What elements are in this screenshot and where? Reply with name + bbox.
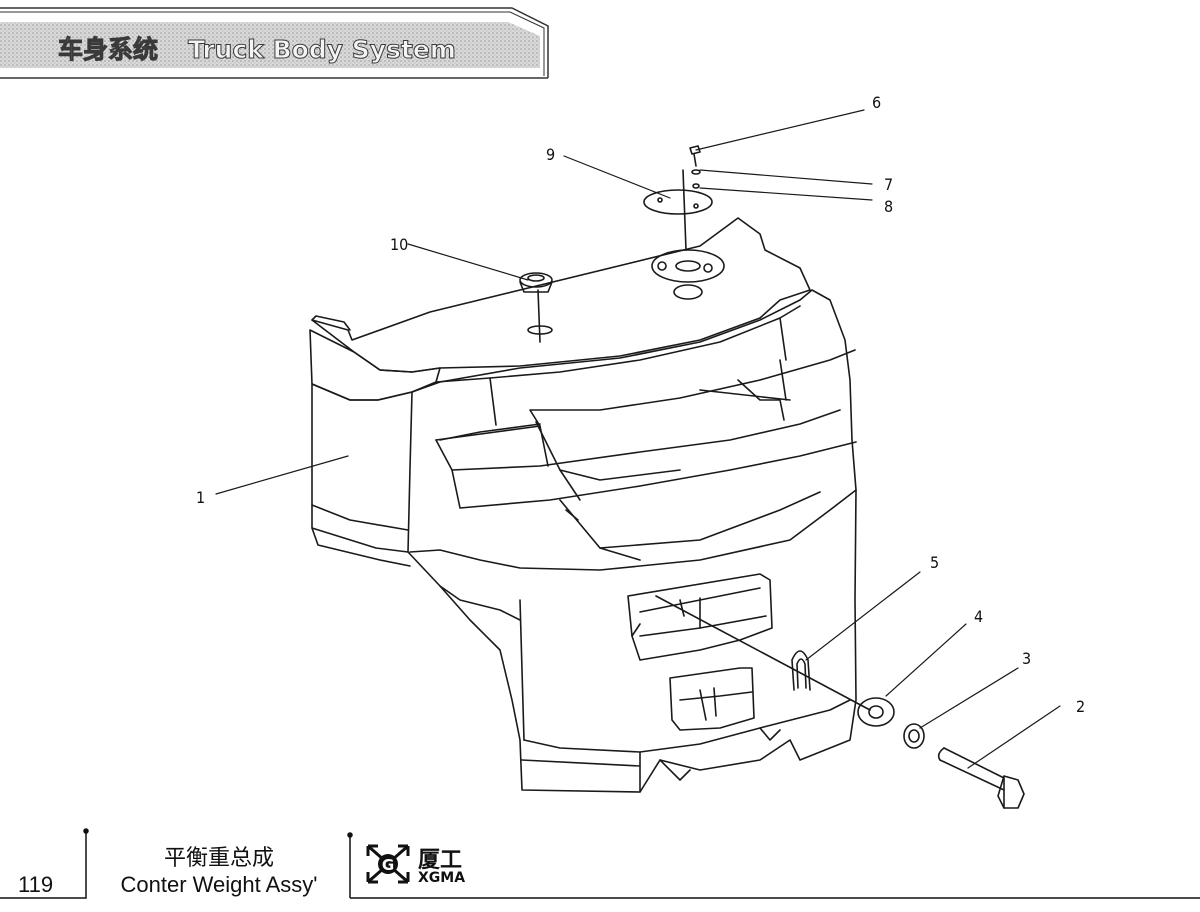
callout-2: 2	[1076, 697, 1085, 716]
washer-part-4	[857, 697, 895, 727]
counterweight-lower-window	[669, 667, 755, 731]
spring-washer-part-3	[903, 723, 925, 749]
banner-title-en: Truck Body System	[188, 35, 457, 65]
callout-10: 10	[390, 235, 408, 254]
washer-part-7	[691, 169, 701, 175]
washer-part-8	[692, 183, 700, 189]
header-banner: 车身系统 Truck Body System	[0, 4, 552, 80]
xgma-logo: G 厦工 XGMA	[364, 842, 484, 890]
footer-title-en: Conter Weight Assy'	[120, 872, 318, 897]
callout-1: 1	[196, 488, 205, 507]
callout-4: 4	[974, 607, 983, 626]
callout-9: 9	[546, 145, 555, 164]
logo-text-cn: 厦工	[418, 848, 463, 873]
counterweight-top-surface	[311, 217, 811, 373]
counterweight-left-block	[311, 383, 413, 553]
bolt-part-2	[939, 759, 1005, 791]
banner-frame	[0, 7, 549, 79]
callout-6: 6	[872, 93, 881, 112]
logo-text-en: XGMA	[418, 870, 466, 886]
callout-8: 8	[884, 197, 893, 216]
xgma-logo-mark: G	[366, 844, 410, 884]
banner-title-cn: 车身系统	[57, 35, 159, 65]
top-boss	[651, 249, 725, 283]
footer-page-frame	[0, 832, 87, 899]
footer-title-cn: 平衡重总成	[163, 846, 274, 871]
banner-title: 车身系统 Truck Body System	[57, 30, 457, 66]
plate-part-9	[643, 189, 713, 215]
callout-5: 5	[930, 553, 939, 572]
u-slot-part-5	[791, 650, 811, 691]
callout-3: 3	[1022, 649, 1031, 668]
grommet-part-10	[519, 272, 553, 288]
screw-part-6	[689, 145, 701, 155]
callout-7: 7	[884, 175, 893, 194]
svg-text:G: G	[382, 856, 394, 874]
page-number: 119	[18, 872, 54, 897]
